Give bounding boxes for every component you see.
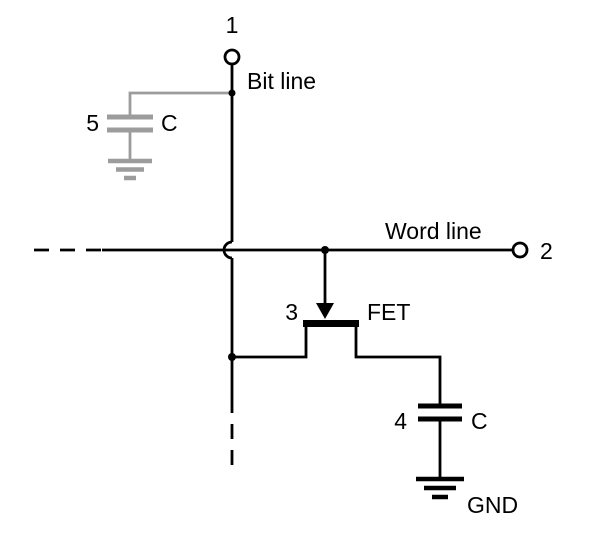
label-capacitor-4-letter: C <box>471 408 488 434</box>
fet-source-wire <box>232 326 308 359</box>
capacitor-5-wire-top <box>128 91 232 115</box>
fet-channel-bar <box>303 320 359 327</box>
fet-drain-wire <box>354 326 442 404</box>
capacitor-5-branch <box>107 91 232 181</box>
label-word-line: Word line <box>385 218 482 244</box>
label-capacitor-4-number: 4 <box>394 408 407 434</box>
terminal-1-node <box>223 48 241 66</box>
label-fet-number: 3 <box>285 299 298 325</box>
label-terminal-1: 1 <box>226 12 239 38</box>
circuit-solid-shapes <box>228 89 359 361</box>
terminal-2-node <box>511 241 529 259</box>
label-capacitor-5-letter: C <box>161 110 178 136</box>
junction-dot-bitline-cap5 <box>228 89 236 97</box>
circuit-labels: 1 Bit line 5 C Word line 2 3 FET 4 C GND <box>86 12 553 518</box>
label-fet: FET <box>367 299 410 325</box>
junction-dot-wordline-gate <box>321 246 329 254</box>
label-terminal-2: 2 <box>540 238 553 264</box>
junction-dot-bitline-source <box>228 353 236 361</box>
label-ground: GND <box>467 492 518 518</box>
label-bit-line: Bit line <box>247 68 316 94</box>
label-capacitor-5-number: 5 <box>86 110 99 136</box>
fet-gate-arrow-icon <box>316 303 334 319</box>
